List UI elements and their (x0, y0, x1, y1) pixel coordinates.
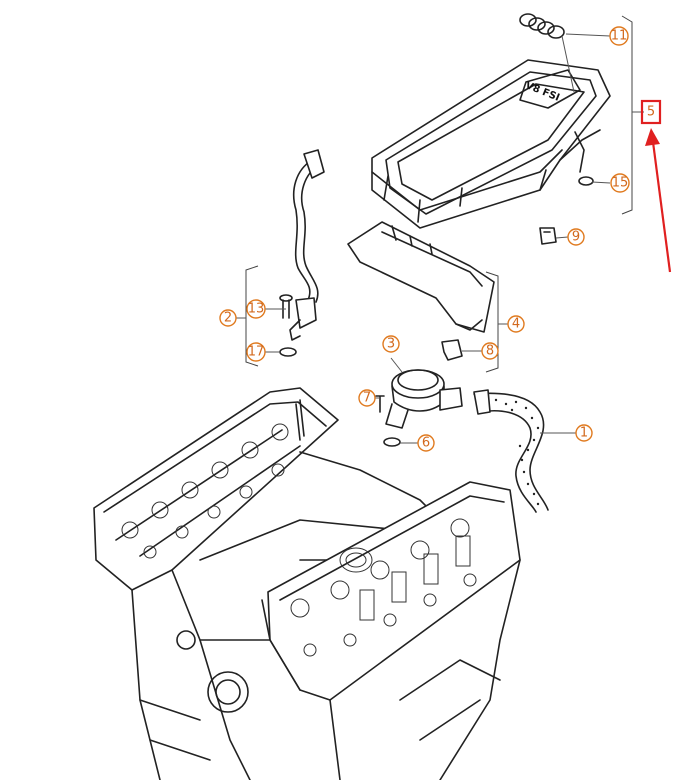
oil-separator (375, 369, 463, 447)
seal-washer-part (279, 347, 297, 357)
callout-5-label: 5 (647, 105, 655, 120)
callout-17-label: 17 (248, 345, 265, 360)
callout-4: 4 (507, 315, 525, 333)
callout-11: 11 (609, 26, 629, 46)
callout-13: 13 (246, 299, 266, 319)
callout-8: 8 (481, 342, 499, 360)
bracket-clip-part (441, 339, 463, 361)
engine-block (93, 387, 521, 780)
callout-4-label: 4 (512, 317, 520, 332)
callout-6-label: 6 (422, 436, 430, 451)
callout-7-label: 7 (363, 391, 371, 406)
callout-5-highlight-box (640, 99, 662, 125)
callout-11-label: 11 (611, 29, 628, 44)
callout-3-label: 3 (387, 337, 395, 352)
callout-15: 15 (610, 173, 630, 193)
callout-8-label: 8 (486, 344, 494, 359)
intake-duct-part (347, 221, 495, 333)
leader-lines (236, 33, 644, 444)
corrugated-hose (473, 389, 549, 513)
bolt-part (279, 294, 293, 319)
bracket-group-5 (621, 15, 633, 215)
clip-part (539, 227, 557, 245)
callout-3: 3 (382, 335, 400, 353)
callout-17: 17 (246, 342, 266, 362)
callout-5: 5 (640, 99, 662, 125)
breather-hose (289, 149, 325, 341)
bracket-group-2 (245, 265, 259, 367)
callout-7: 7 (358, 389, 376, 407)
callout-2-label: 2 (224, 311, 232, 326)
bracket-group-4 (485, 271, 499, 373)
engine-cover: V8 FSI (371, 13, 611, 229)
highlight-arrow (645, 128, 672, 273)
callout-1-label: 1 (580, 426, 588, 441)
callout-2: 2 (219, 309, 237, 327)
callout-15-label: 15 (612, 176, 629, 191)
callout-9: 9 (567, 228, 585, 246)
callout-13-label: 13 (248, 302, 265, 317)
callout-9-label: 9 (572, 230, 580, 245)
callout-6: 6 (417, 434, 435, 452)
callout-1: 1 (575, 424, 593, 442)
